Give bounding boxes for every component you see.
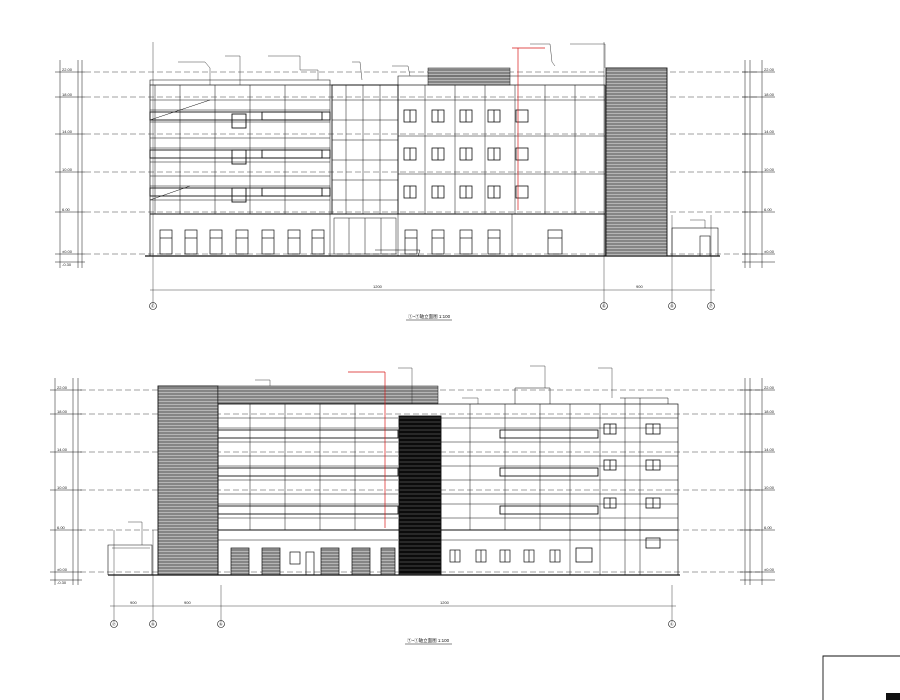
bottom-axis-label-3: ⑥ (219, 622, 223, 627)
level-label-br6: ±0.00 (764, 567, 775, 572)
bottom-roof-hatch (217, 385, 439, 405)
level-label-4: 10.00 (62, 167, 73, 172)
top-axis-label-4: ⑦ (709, 304, 713, 309)
level-label-b4: 10.00 (57, 485, 68, 490)
top-roof-hatch (427, 67, 511, 86)
bottom-garage-doors (230, 547, 396, 576)
top-glazed-bay (331, 84, 421, 257)
top-ground-doors (159, 229, 563, 255)
level-label-right-1: 22.00 (764, 67, 775, 72)
level-label-6: ±0.00 (62, 249, 73, 254)
top-dim-2: 900 (636, 284, 643, 289)
level-label-right-5: 6.00 (764, 207, 773, 212)
top-right-block (397, 85, 605, 256)
level-label-b5: 6.00 (57, 525, 66, 530)
level-label-right-4: 10.00 (764, 167, 775, 172)
top-building-main (149, 84, 606, 257)
top-axis-label-3: ⑨ (670, 304, 674, 309)
title-block-corner (822, 655, 900, 700)
top-axis-label-1: ① (151, 304, 155, 309)
bottom-ground-windows (449, 549, 561, 563)
bottom-dim-3: 1200 (440, 600, 450, 605)
level-label-br4: 10.00 (764, 485, 775, 490)
bottom-right-windows (575, 423, 661, 563)
bottom-elevation (50, 365, 775, 628)
level-label-7: -0.30 (62, 262, 72, 267)
top-left-level-marks (55, 60, 85, 268)
bottom-dim-2: 900 (184, 600, 191, 605)
level-label-right-6: ±0.00 (764, 249, 775, 254)
bottom-dim-1: 900 (130, 600, 137, 605)
level-label-br3: 14.00 (764, 447, 775, 452)
bottom-dark-core (398, 415, 442, 576)
level-label-2: 18.00 (62, 92, 73, 97)
level-label-b1: 22.00 (57, 385, 68, 390)
bottom-axis-label-4: ① (670, 622, 674, 627)
bottom-right-level-marks (740, 378, 775, 585)
bottom-callout-leaders (128, 365, 613, 545)
level-label-b3: 14.00 (57, 447, 68, 452)
top-axis-label-2: ⑥ (602, 304, 606, 309)
top-roof-steps (149, 75, 605, 85)
top-elevation-caption: ①~⑦轴立面图 1:100 (408, 313, 451, 320)
top-stair-tower-hatch (605, 67, 668, 257)
level-label-b2: 18.00 (57, 409, 68, 414)
bottom-elevation-caption: ⑦~①轴立面图 1:100 (407, 637, 450, 644)
bottom-left-level-marks (50, 378, 82, 585)
bottom-building-main (217, 403, 679, 576)
level-label-right-2: 18.00 (764, 92, 775, 97)
top-dim-1: 1200 (373, 284, 383, 289)
bottom-axis-bubbles (110, 620, 676, 628)
level-label-br1: 22.00 (764, 385, 775, 390)
level-label-br5: 6.00 (764, 525, 773, 530)
top-axes (150, 42, 715, 305)
top-left-block (149, 85, 331, 256)
bottom-hatch-block (157, 385, 219, 576)
bottom-axes (110, 530, 676, 622)
level-label-b7: -0.30 (57, 580, 67, 585)
level-label-5: 6.00 (62, 207, 71, 212)
top-right-level-marks (742, 60, 775, 268)
level-label-1: 22.00 (62, 67, 73, 72)
bottom-canopy (107, 544, 153, 575)
bottom-axis-label-1: ⑦ (112, 622, 116, 627)
top-texts: 1200 900 ① ⑥ ⑨ ⑦ ①~⑦轴立面图 1:100 22.00 18.… (62, 67, 775, 321)
level-label-3: 14.00 (62, 129, 73, 134)
bottom-axis-label-2: ⑨ (151, 622, 155, 627)
top-axis-bubbles (149, 302, 715, 310)
top-callout-leaders (178, 43, 706, 228)
bottom-left-block (217, 404, 399, 541)
top-right-windows (403, 109, 529, 199)
top-elevation (55, 42, 775, 310)
level-label-b6: ±0.00 (57, 567, 68, 572)
bottom-texts: 900 900 1200 ⑦ ⑨ ⑥ ① ⑦~①轴立面图 1:100 22.00… (57, 385, 775, 645)
level-label-br2: 18.00 (764, 409, 775, 414)
bottom-right-block (441, 387, 678, 575)
level-label-right-3: 14.00 (764, 129, 775, 134)
